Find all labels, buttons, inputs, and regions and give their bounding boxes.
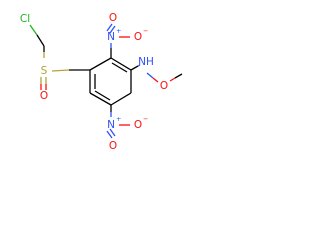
bond-nitro-top-double-a (106, 23, 113, 32)
benzene-ring (89, 57, 132, 106)
atom-methoxy-oxygen: O (160, 80, 168, 92)
methoxyamino-group: NH O (130, 56, 183, 92)
bond-nh-stem (137, 64, 141, 67)
atom-chlorine: Cl (20, 13, 30, 25)
bond-s-ring (51, 69, 70, 72)
charge-nitro-bottom-minus: − (143, 115, 148, 123)
nitro-group-bottom: N + O O − (106, 105, 148, 152)
atom-nitro-bottom-oxygen-single: O (134, 119, 142, 131)
bond-ring-nh (130, 65, 139, 71)
atom-nitro-top-nitrogen: N (107, 31, 115, 43)
nitro-group-top: N + O O − (106, 12, 148, 58)
charge-nitro-top-minus: − (143, 27, 148, 35)
atom-sulfur: S (41, 65, 48, 77)
atom-sulfonyl-oxygen-bottom: O (40, 90, 48, 102)
bond-nh-o-b (152, 77, 159, 83)
ring-bond-bottom-right (110, 92, 132, 106)
atom-nitro-top-oxygen-single: O (134, 31, 142, 43)
ring-bond-bottom-left (89, 92, 112, 106)
bond-o-methyl-a (169, 77, 176, 82)
atom-amine-nh: NH (138, 56, 154, 68)
ring-double-bond-bottom-left (94, 90, 111, 101)
bond-nitro-top-double-b (109, 25, 116, 34)
ring-bond-top-right (110, 57, 132, 71)
atom-nitro-bottom-nitrogen: N (107, 119, 115, 131)
bond-o-methyl-b (174, 73, 183, 79)
bond-nitro-bottom-double-a (106, 130, 113, 139)
atom-nitro-top-oxygen-double: O (109, 12, 117, 24)
bond-ch2 (36, 34, 45, 47)
chloromethylsulfonyl-group: Cl S O O (20, 13, 90, 102)
bond-cl-ch2 (29, 24, 38, 36)
charge-nitro-top-plus: + (116, 27, 121, 35)
charge-nitro-bottom-plus: + (116, 115, 121, 123)
atom-nitro-bottom-oxygen-double: O (109, 140, 117, 152)
chemical-structure-diagram: Cl S O O N + O O − NH O N + O O (20, 12, 183, 152)
ring-double-bond-top-right (111, 62, 128, 73)
ring-bond-top-left (89, 57, 112, 71)
bond-nitro-bottom-double-b (109, 128, 116, 137)
bond-nh-o-a (146, 72, 154, 79)
